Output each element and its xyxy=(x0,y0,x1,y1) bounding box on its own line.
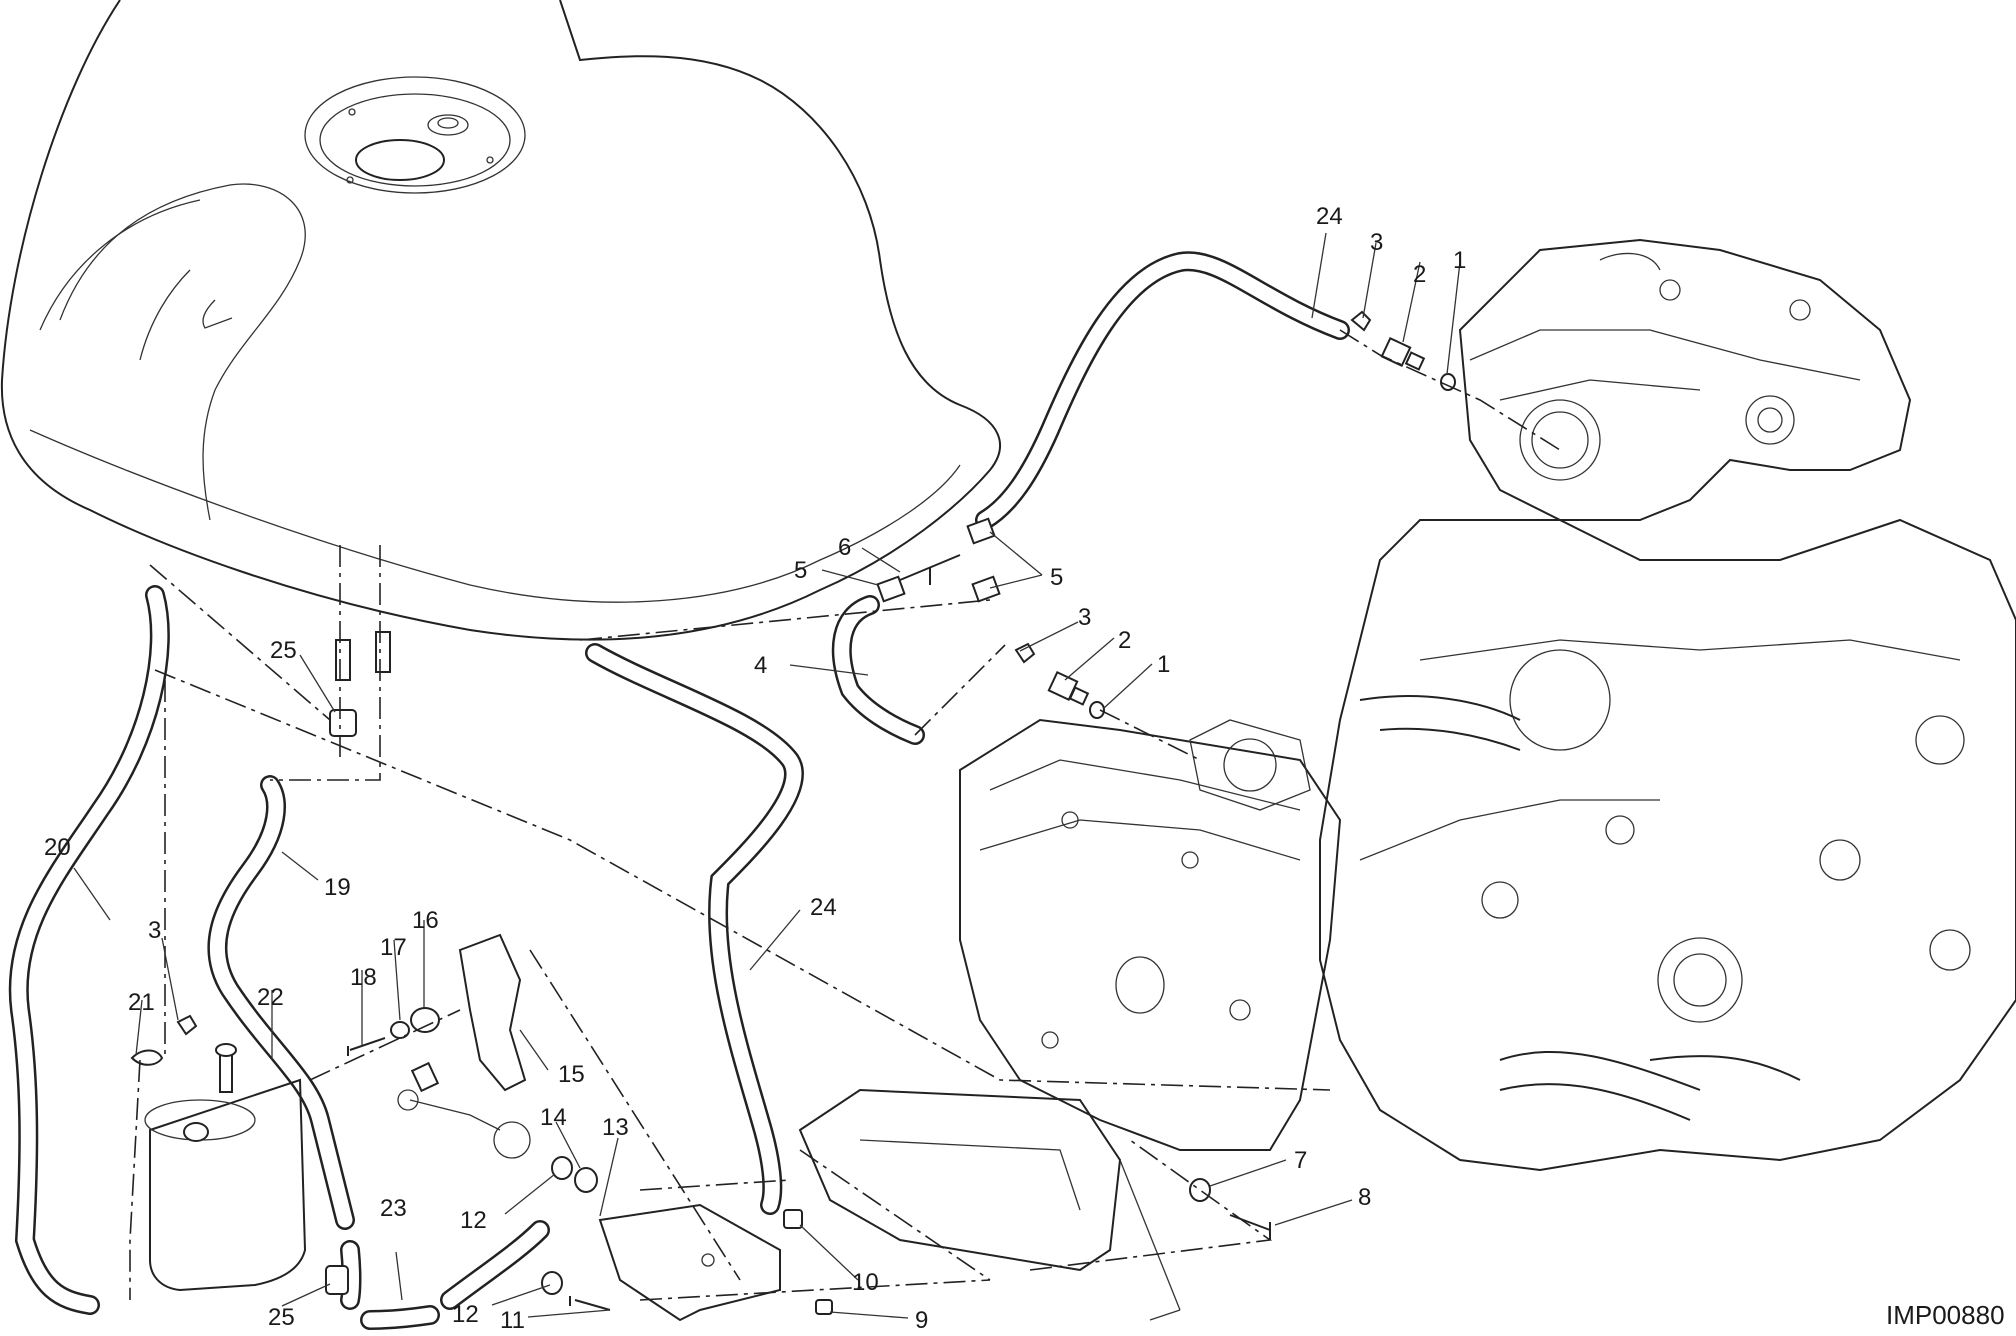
callout-10: 10 xyxy=(852,1269,879,1296)
callout-16: 16 xyxy=(412,907,439,934)
callout-19: 19 xyxy=(324,874,351,901)
callout-11: 11 xyxy=(500,1307,525,1334)
fuel-tank xyxy=(0,0,1001,641)
callout-5-right: 5 xyxy=(1050,564,1063,591)
callout-12-bottom: 12 xyxy=(452,1301,479,1328)
callout-8: 8 xyxy=(1358,1184,1371,1211)
callout-labels: 24 3 2 1 6 5 5 3 2 1 4 25 20 19 24 16 17… xyxy=(44,203,1466,1334)
callout-9: 9 xyxy=(915,1307,928,1334)
callout-3-top: 3 xyxy=(1370,229,1383,256)
callout-4: 4 xyxy=(754,652,767,679)
callout-23: 23 xyxy=(380,1195,407,1222)
callout-6: 6 xyxy=(838,534,851,561)
callout-2-mid: 2 xyxy=(1118,627,1131,654)
hoses xyxy=(8,251,1350,1330)
callout-24-top: 24 xyxy=(1316,203,1343,230)
callout-22: 22 xyxy=(257,984,284,1011)
callout-21: 21 xyxy=(128,989,155,1016)
callout-1-top: 1 xyxy=(1453,247,1466,274)
callout-12-top: 12 xyxy=(460,1207,487,1234)
callout-3-left: 3 xyxy=(148,917,161,944)
callout-15: 15 xyxy=(558,1061,585,1088)
callout-1-mid: 1 xyxy=(1157,651,1170,678)
callout-3-mid: 3 xyxy=(1078,604,1091,631)
callout-13: 13 xyxy=(602,1114,629,1141)
callout-2-top: 2 xyxy=(1413,261,1426,288)
dashed-connections xyxy=(129,329,1561,1301)
callout-5-left: 5 xyxy=(794,557,807,584)
callout-24-mid: 24 xyxy=(810,894,837,921)
callout-25-top: 25 xyxy=(270,637,297,664)
callout-20: 20 xyxy=(44,834,71,861)
drawing-code: IMP00880 xyxy=(1886,1300,2005,1330)
fittings xyxy=(130,310,1456,1322)
callout-7: 7 xyxy=(1294,1147,1307,1174)
leader-lines xyxy=(73,232,1461,1319)
callout-17: 17 xyxy=(380,934,407,961)
callout-25-bottom: 25 xyxy=(268,1304,295,1331)
callout-14: 14 xyxy=(540,1104,567,1131)
engine-block xyxy=(959,238,2016,1172)
callout-18: 18 xyxy=(350,964,377,991)
